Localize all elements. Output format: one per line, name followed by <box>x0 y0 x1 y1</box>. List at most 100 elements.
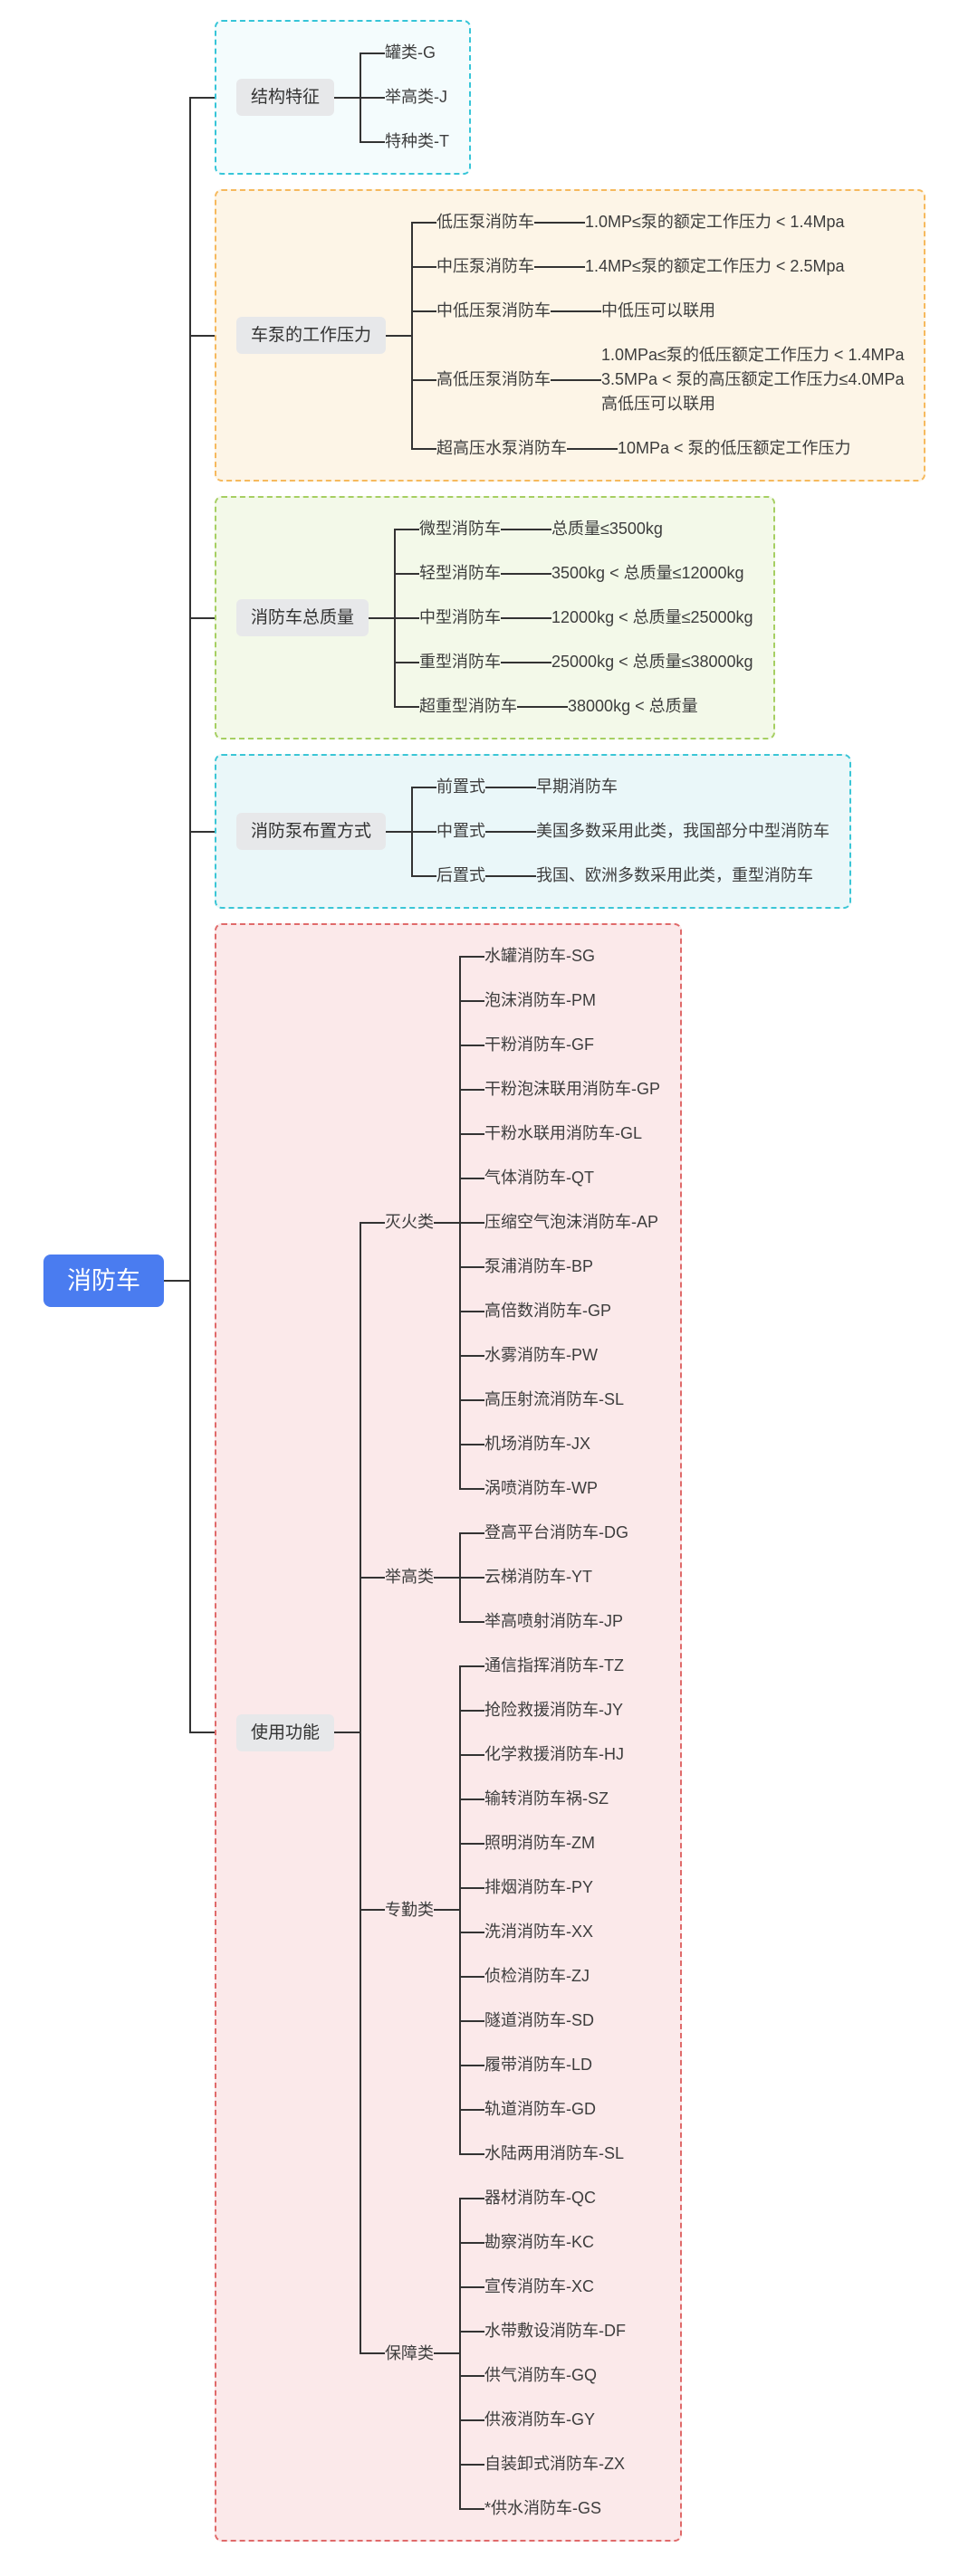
leaf-item: 1.4MP≤泵的额定工作压力 < 2.5Mpa <box>560 244 844 289</box>
node-row: 中低压泵消防车 中低压可以联用 <box>436 289 715 333</box>
branch-group-pump-arrangement: 消防泵布置方式前置式早期消防车中置式美国多数采用此类，我国部分中型消防车后置式我… <box>215 754 852 909</box>
node-row: 水罐消防车-SG <box>484 944 595 968</box>
connector-stub <box>534 265 561 268</box>
leaf-label: 高倍数消防车-GP <box>484 1302 612 1320</box>
category-label: 超高压水泵消防车 <box>436 439 568 457</box>
node-row: 干粉泡沫联用消防车-GP <box>484 1077 660 1102</box>
leaf-label: 1.4MP≤泵的额定工作压力 < 2.5Mpa <box>585 257 845 275</box>
leaf-item: 器材消防车-QC <box>459 2176 626 2220</box>
node-row: 中压泵消防车 1.4MP≤泵的额定工作压力 < 2.5Mpa <box>436 244 844 289</box>
node-row: 干粉水联用消防车-GL <box>484 1121 642 1146</box>
children-column: 中低压可以联用 <box>576 289 715 333</box>
node-row: 25000kg < 总质量≤38000kg <box>551 650 753 674</box>
leaf-label: 供气消防车-GQ <box>484 2366 598 2384</box>
node-row: 12000kg < 总质量≤25000kg <box>551 606 753 630</box>
leaf-label: 罐类-G <box>385 43 436 62</box>
category-label: 专勤类 <box>385 1900 435 1919</box>
connector-stub <box>434 1221 460 1224</box>
category-label: 中压泵消防车 <box>436 257 535 275</box>
branch-label: 结构特征 <box>236 79 335 116</box>
branch-label: 消防泵布置方式 <box>236 813 387 850</box>
node-row: 1.0MPa≤泵的低压额定工作压力 < 1.4MPa 3.5MPa < 泵的高压… <box>601 343 904 416</box>
children-column: 12000kg < 总质量≤25000kg <box>526 596 753 640</box>
leaf-item: 输转消防车祸-SZ <box>459 1777 624 1821</box>
children-column: 1.0MP≤泵的额定工作压力 < 1.4Mpa <box>560 200 844 244</box>
node-row: 高压射流消防车-SL <box>484 1388 624 1412</box>
leaf-item: 我国、欧洲多数采用此类，重型消防车 <box>511 854 813 898</box>
leaf-label: 供液消防车-GY <box>484 2410 596 2428</box>
leaf-item: 机场消防车-JX <box>459 1422 660 1466</box>
leaf-item: 高倍数消防车-GP <box>459 1289 660 1333</box>
node-row: 机场消防车-JX <box>484 1432 590 1456</box>
connector-stub <box>434 1909 460 1911</box>
leaf-item: 10MPa < 泵的低压额定工作压力 <box>592 426 851 471</box>
branch-structure-features: 结构特征 罐类-G 举高类-J 特种类-T <box>189 13 925 182</box>
node-row: 早期消防车 <box>536 775 618 799</box>
leaf-label: 举高类-J <box>385 88 448 106</box>
leaf-item: 水雾消防车-PW <box>459 1333 660 1378</box>
node-row: 排烟消防车-PY <box>484 1875 593 1900</box>
leaf-label: 中低压可以联用 <box>601 301 716 320</box>
leaf-label: 早期消防车 <box>536 778 618 796</box>
leaf-label: 压缩空气泡沫消防车-AP <box>484 1213 659 1231</box>
leaf-item: *供水消防车-GS <box>459 2486 626 2531</box>
branch-label: 消防车总质量 <box>236 599 369 636</box>
leaf-item: 云梯消防车-YT <box>459 1555 628 1599</box>
node-row: 侦检消防车-ZJ <box>484 1964 590 1989</box>
leaf-label: 轨道消防车-GD <box>484 2100 597 2118</box>
node-row: 水雾消防车-PW <box>484 1343 598 1368</box>
leaf-label: 干粉水联用消防车-GL <box>484 1124 643 1142</box>
node-row: 干粉消防车-GF <box>484 1033 594 1057</box>
node-row: 泵浦消防车-BP <box>484 1255 593 1279</box>
leaf-label: 涡喷消防车-WP <box>484 1479 599 1497</box>
leaf-item: 压缩空气泡沫消防车-AP <box>459 1200 660 1245</box>
leaf-item: 总质量≤3500kg <box>526 507 663 551</box>
leaf-label: 水陆两用消防车-SL <box>484 2144 625 2162</box>
node-row: 照明消防车-ZM <box>484 1831 595 1856</box>
leaf-item: 洗消消防车-XX <box>459 1910 624 1954</box>
leaf-item: 登高平台消防车-DG <box>459 1511 628 1555</box>
node-row: 宣传消防车-XC <box>484 2275 594 2299</box>
leaf-label: 水雾消防车-PW <box>484 1346 599 1364</box>
connector-stub <box>501 616 527 619</box>
leaf-label: 特种类-T <box>385 132 450 150</box>
leaf-item: 隧道消防车-SD <box>459 1999 624 2043</box>
children-column: 早期消防车 <box>511 765 618 809</box>
leaf-item: 早期消防车 <box>511 765 618 809</box>
leaf-item: 干粉水联用消防车-GL <box>459 1111 660 1156</box>
leaf-item: 1.0MPa≤泵的低压额定工作压力 < 1.4MPa 3.5MPa < 泵的高压… <box>576 333 904 426</box>
node-row: 供液消防车-GY <box>484 2408 595 2432</box>
leaf-label: 1.0MPa≤泵的低压额定工作压力 < 1.4MPa 3.5MPa < 泵的高压… <box>601 346 905 413</box>
node-row: 压缩空气泡沫消防车-AP <box>484 1210 658 1235</box>
branch-group-structure-features: 结构特征 罐类-G 举高类-J 特种类-T <box>215 20 472 175</box>
category-label: 中置式 <box>436 822 486 840</box>
leaf-item: 举高喷射消防车-JP <box>459 1599 628 1644</box>
category-label: 超重型消防车 <box>419 697 518 715</box>
children-column: 3500kg < 总质量≤12000kg <box>526 551 744 596</box>
node-row: 3500kg < 总质量≤12000kg <box>551 561 744 586</box>
children-column: 1.4MP≤泵的额定工作压力 < 2.5Mpa <box>560 244 844 289</box>
category-label: 中低压泵消防车 <box>436 301 551 320</box>
branch-label: 车泵的工作压力 <box>236 317 387 354</box>
node-row: 中型消防车 12000kg < 总质量≤25000kg <box>419 596 753 640</box>
leaf-label: 泵浦消防车-BP <box>484 1257 594 1275</box>
category-label: 前置式 <box>436 778 486 796</box>
leaf-label: 3500kg < 总质量≤12000kg <box>551 564 744 582</box>
connector-stub <box>369 616 395 619</box>
subtree: 微型消防车总质量≤3500kg <box>394 507 753 551</box>
leaf-label: 12000kg < 总质量≤25000kg <box>551 608 753 626</box>
leaf-label: 泡沫消防车-PM <box>484 991 597 1009</box>
category-label: 中型消防车 <box>419 608 502 626</box>
node-row: 举高喷射消防车-JP <box>484 1609 623 1634</box>
